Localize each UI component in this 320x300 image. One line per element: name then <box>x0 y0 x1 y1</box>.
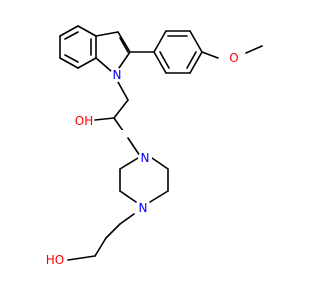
bond <box>64 54 79 63</box>
bond <box>119 157 139 170</box>
bond <box>153 51 167 74</box>
bond <box>189 51 203 74</box>
bond <box>118 51 131 69</box>
bond <box>59 25 79 37</box>
bond <box>201 51 219 59</box>
molecule-structure: N O OH N N HO <box>45 25 263 270</box>
bond <box>77 57 97 69</box>
mask <box>84 130 184 230</box>
bond <box>119 37 129 53</box>
atom-bg <box>75 112 93 130</box>
bond <box>245 45 263 54</box>
terminal-hydroxyl-label: HO <box>46 253 64 267</box>
bond <box>59 57 79 69</box>
bond <box>105 223 121 239</box>
bond <box>113 99 129 119</box>
bond <box>127 137 141 157</box>
bond <box>77 25 97 37</box>
bond <box>149 190 169 203</box>
bond <box>117 31 131 53</box>
atom-bg <box>136 201 150 215</box>
bond <box>119 213 135 225</box>
bond <box>64 31 79 40</box>
bond <box>67 255 96 261</box>
methoxy-oxygen-label: O <box>229 51 238 65</box>
bond <box>186 51 197 69</box>
indole-nitrogen-label: N <box>113 68 122 82</box>
bond <box>117 81 129 101</box>
hydroxyl-label: OH <box>75 114 93 128</box>
atom-layer: N O OH N N HO <box>45 50 242 270</box>
bond <box>94 237 107 257</box>
bond-layer-2 <box>67 130 184 261</box>
bond <box>95 57 112 72</box>
bond <box>159 51 170 69</box>
bond <box>153 30 167 53</box>
atom-bg <box>226 50 242 66</box>
bond <box>151 157 169 170</box>
bond <box>189 30 203 53</box>
piperazine-nitrogen-top-label: N <box>141 151 150 165</box>
atom-bg <box>45 250 65 270</box>
atom-bg <box>110 68 124 82</box>
bond <box>119 190 137 203</box>
piperazine-nitrogen-bottom-label: N <box>139 201 148 215</box>
bond <box>94 117 115 121</box>
bond <box>95 31 119 37</box>
atom-bg <box>138 151 152 165</box>
